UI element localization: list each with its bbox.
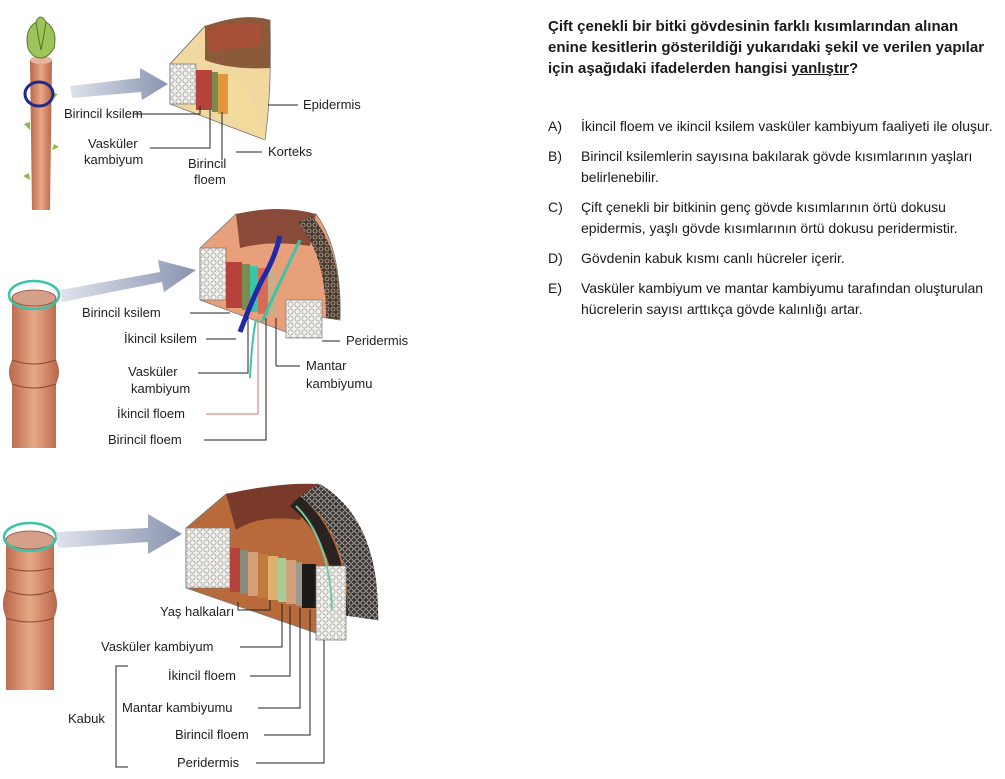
label-vaskuler: Vasküler — [88, 136, 138, 151]
young-stem-cross-section — [169, 17, 271, 141]
label-birincil-ksilem: Birincil ksilem — [64, 106, 143, 121]
zoom-arrow — [70, 68, 168, 100]
option-e[interactable]: E) Vasküler kambiyum ve mantar kambiyumu… — [548, 278, 1003, 320]
label-korteks: Korteks — [268, 144, 313, 159]
option-letter: B) — [548, 148, 562, 164]
option-text: Gövdenin kabuk kısmı canlı hücreler içer… — [581, 250, 845, 266]
label-mantar-kambiyumu: Mantar kambiyumu — [122, 700, 233, 715]
option-text: İkincil floem ve ikincil ksilem vasküler… — [581, 118, 993, 134]
panel-3-leader-lines — [115, 600, 325, 768]
highlight-circle — [2, 521, 58, 553]
label-kabuk: Kabuk — [68, 711, 105, 726]
label-kambiyum: kambiyum — [131, 381, 190, 396]
panel-2-older-stem: Birincil ksilem İkincil ksilem Peridermi… — [7, 209, 409, 448]
label-ikincil-floem: İkincil floem — [117, 406, 185, 421]
zoom-arrow — [56, 514, 182, 554]
option-letter: C) — [548, 199, 563, 215]
label-epidermis: Epidermis — [303, 97, 361, 112]
option-letter: D) — [548, 250, 563, 266]
answer-options: A) İkincil floem ve ikincil ksilem vaskü… — [548, 116, 1003, 329]
mature-stem-illustration — [2, 521, 58, 690]
label-birincil-floem: Birincil floem — [175, 727, 249, 742]
mature-stem-cross-section — [185, 483, 379, 641]
option-d[interactable]: D) Gövdenin kabuk kısmı canlı hücreler i… — [548, 248, 1003, 269]
label-yas-halkalari: Yaş halkaları — [160, 604, 234, 619]
question-emphasis: yanlıştır — [791, 60, 849, 77]
option-text: Birincil ksilemlerin sayısına bakılarak … — [581, 148, 973, 185]
option-c[interactable]: C) Çift çenekli bir bitkinin genç gövde … — [548, 197, 1003, 239]
label-birincil-floem: Birincil floem — [108, 432, 182, 447]
option-letter: E) — [548, 280, 562, 296]
label-birincil: Birincil — [188, 156, 226, 171]
option-b[interactable]: B) Birincil ksilemlerin sayısına bakılar… — [548, 146, 1003, 188]
panel-2-leader-lines — [190, 312, 340, 441]
question-mark: ? — [848, 60, 859, 77]
question-text: Çift çenekli bir bitki gövdesinin farklı… — [548, 18, 985, 77]
highlight-circle — [7, 279, 61, 311]
label-ikincil-ksilem: İkincil ksilem — [124, 331, 197, 346]
label-peridermis: Peridermis — [346, 333, 409, 348]
option-letter: A) — [548, 118, 562, 134]
label-mantar: Mantar — [306, 358, 347, 373]
option-text: Çift çenekli bir bitkinin genç gövde kıs… — [581, 199, 958, 236]
older-stem-illustration — [7, 279, 61, 448]
older-stem-cross-section — [199, 209, 341, 339]
young-stem-illustration — [23, 16, 59, 210]
label-birincil-ksilem: Birincil ksilem — [82, 305, 161, 320]
label-vaskuler-kambiyum: Vasküler kambiyum — [101, 639, 213, 654]
panel-1-leader-lines — [134, 104, 298, 160]
label-peridermis: Peridermis — [177, 755, 240, 770]
panel-1-young-stem: Birincil ksilem Epidermis Vasküler kambi… — [23, 16, 361, 210]
label-floem: floem — [194, 172, 226, 187]
option-a[interactable]: A) İkincil floem ve ikincil ksilem vaskü… — [548, 116, 1003, 137]
question-stem: Çift çenekli bir bitki gövdesinin farklı… — [548, 16, 988, 79]
panel-3-mature-stem: Yaş halkaları Vasküler kambiyum İkincil … — [2, 483, 379, 770]
option-text: Vasküler kambiyum ve mantar kambiyumu ta… — [581, 280, 984, 317]
stem-cross-section-diagram: Birincil ksilem Epidermis Vasküler kambi… — [2, 16, 409, 770]
highlight-circle — [23, 80, 55, 108]
label-kambiyum: kambiyum — [84, 152, 143, 167]
label-ikincil-floem: İkincil floem — [168, 668, 236, 683]
label-kambiyumu: kambiyumu — [306, 376, 372, 391]
label-vaskuler: Vasküler — [128, 364, 178, 379]
zoom-arrow — [60, 260, 196, 302]
